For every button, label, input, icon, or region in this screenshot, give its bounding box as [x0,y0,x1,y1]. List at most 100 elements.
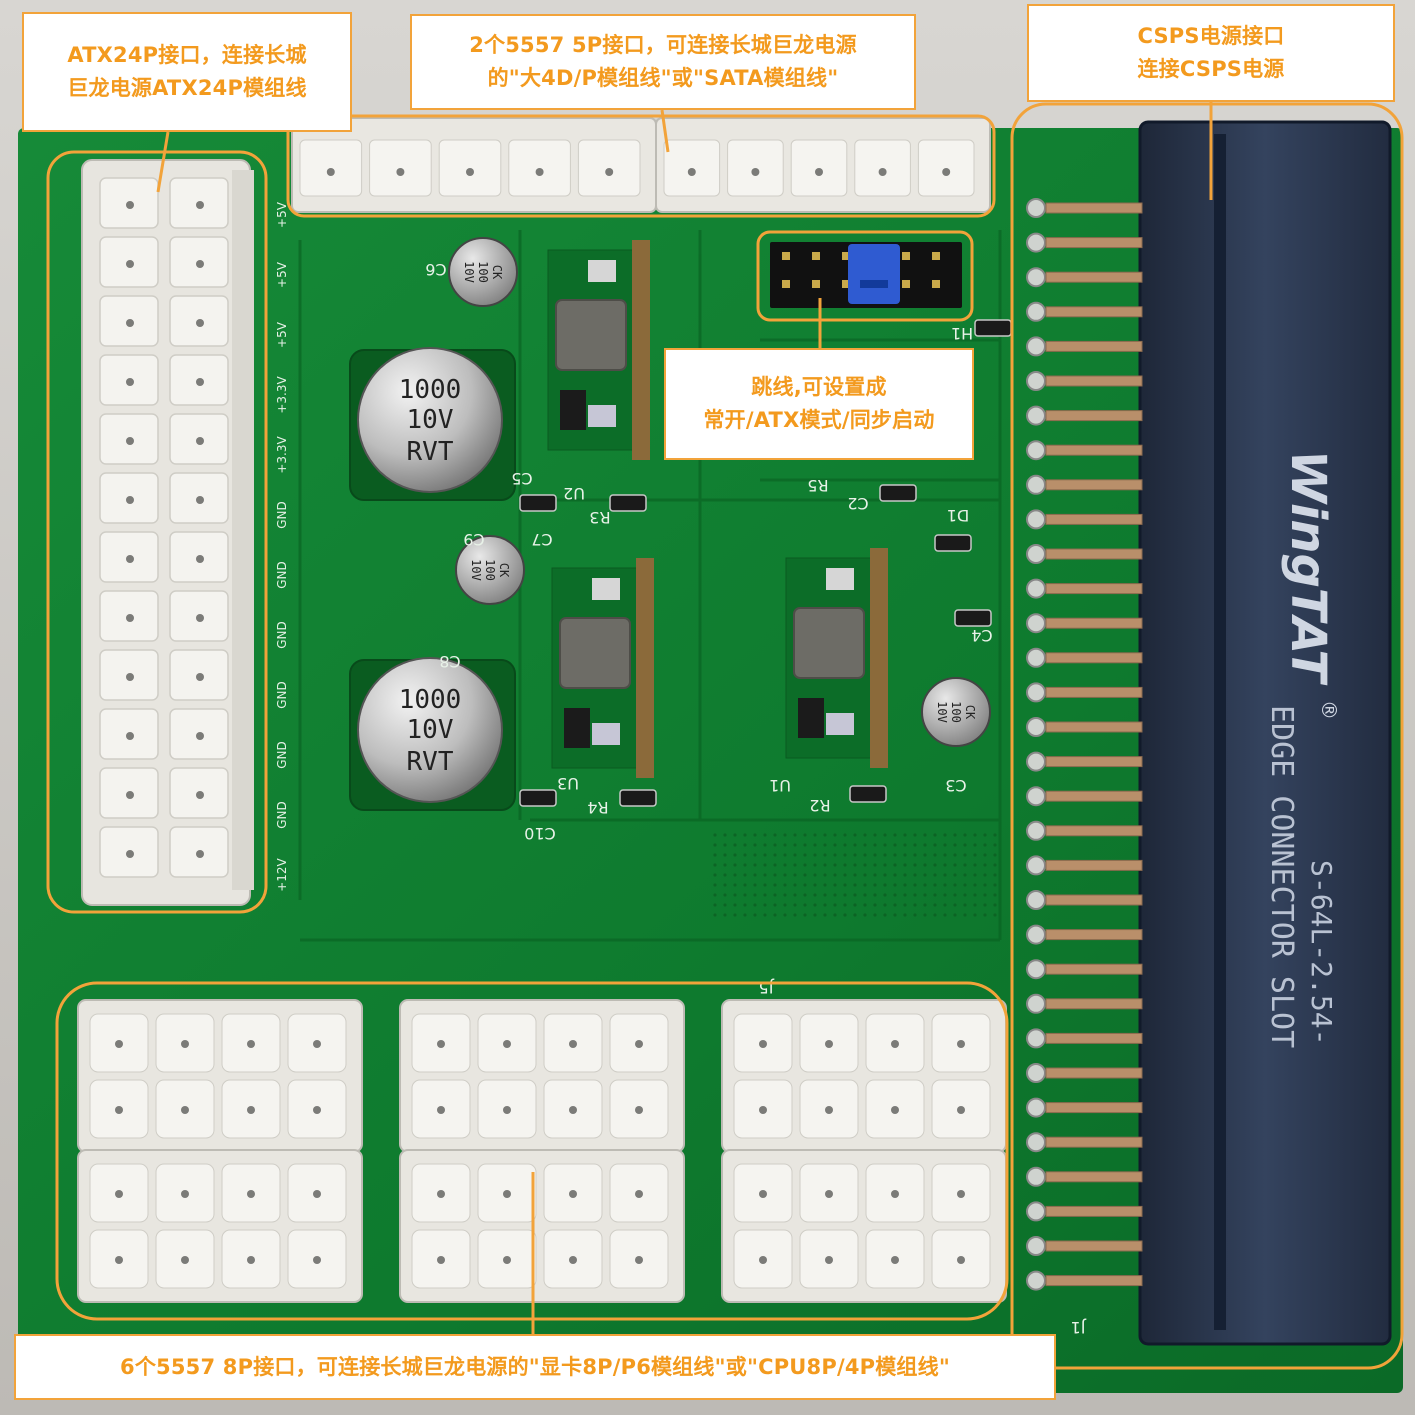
silkscreen-label-u1: U1 [769,776,791,795]
edge-pin-pad [1026,440,1046,461]
edge-pin-lead [1045,444,1143,456]
5p-pin-cell [727,139,784,197]
atx-pin [126,614,134,622]
callout-5p-line2: 的"大4D/P模组线"或"SATA模组线" [487,66,839,90]
edge-pin-lead [1045,721,1143,733]
jumper-header [770,242,962,308]
edge-pin-lead [1045,825,1143,837]
edge-pin-pad [1026,1166,1046,1187]
atx-pin [196,673,204,681]
5p-pin [878,168,887,176]
jumper-pin [932,280,940,288]
via-grid [710,830,1000,920]
edge-pin-pad [1026,1201,1046,1222]
8p-pin [115,1040,123,1048]
5p-pin [605,168,614,176]
edge-pin-pad [1026,786,1046,807]
edge-connector-slot [1214,134,1226,1330]
8p-pin [313,1190,321,1198]
edge-pin-lead [1045,340,1143,352]
large-capacitor-value: 1000 [399,685,462,715]
silkscreen-labels: C6C5C7C9C8C10C2C3C4D1R2R3R4R5U1U2U3J1J5H… [425,260,1086,1337]
atx-pin [126,673,134,681]
edge-pin-lead [1045,617,1143,629]
large-capacitor-voltage: 10V [407,715,454,745]
8p-pin [759,1040,767,1048]
silkscreen-label-u3: U3 [557,774,579,793]
small-capacitor-voltage: 10V [462,261,476,283]
atx-pin [196,555,204,563]
atx-voltage-label: +5V [275,201,289,228]
edge-pin-lead [1045,756,1143,768]
smd-part [934,534,972,552]
silkscreen-label-j5: J5 [759,978,775,997]
edge-pin-pad [1026,509,1046,530]
8p-pin [247,1256,255,1264]
smd-part [879,484,917,502]
edge-pin-pad [1026,820,1046,841]
edge-pin-lead [1045,237,1143,249]
edge-pin-pad [1026,474,1046,495]
5p-pin [687,168,696,176]
8p-pin [825,1040,833,1048]
edge-pin-lead [1045,1032,1143,1044]
silkscreen-label-c5: C5 [511,469,532,488]
8p-pin [759,1106,767,1114]
small-capacitor [455,535,525,605]
edge-pin-pad [1026,1236,1046,1256]
jumper-pin [812,280,820,288]
silkscreen-label-r5: R5 [807,476,828,495]
leader-lines [156,102,1213,1334]
module-component [592,578,620,600]
edge-pin-pad [1026,1028,1046,1049]
small-capacitor-voltage: 10V [935,701,949,723]
8p-pin [503,1190,511,1198]
edge-pin-pad [1026,890,1046,910]
edge-pin-lead [1045,1275,1143,1287]
edge-pin-pad [1026,578,1046,599]
8p-pin [957,1106,965,1114]
edge-pin-lead [1045,513,1143,525]
jumper-cap [848,244,900,304]
jumper-pin [812,252,820,260]
atx-pin [196,319,204,327]
module-inductor [555,299,627,371]
8p-pin [437,1040,445,1048]
edge-pin-lead [1045,1136,1143,1148]
callout-atx24p-line1: ATX24P接口，连接长城 [67,43,307,68]
5p-pin [466,168,474,176]
edge-pin-lead [1045,1205,1143,1217]
smd-part [619,789,657,807]
small-capacitor [921,677,991,747]
jumper-pin [902,280,910,288]
jumper-cap-detail [860,280,888,288]
edge-pin-pad [1026,371,1046,391]
8p-connectors [77,999,1007,1303]
8p-pin [569,1190,577,1198]
8p-pin [115,1256,123,1264]
atx-pin [126,437,134,445]
8p-pin [313,1106,321,1114]
jumper-pin [842,252,850,260]
8p-pin [503,1256,511,1264]
smd-components [519,319,1012,807]
module-header [632,240,650,460]
edge-model-text: S-64L-2.54- [1305,860,1338,1045]
edge-pin-lead [1045,859,1143,871]
module-component [826,568,854,590]
8p-pin [437,1190,445,1198]
atx-pin [126,850,134,858]
module-ic [798,698,824,738]
edge-pin-lead [1045,410,1143,422]
8p-pin [635,1106,643,1114]
edge-pin-pad [1026,613,1046,634]
small-capacitor-brand: CK [497,563,511,578]
edge-pin-pad [1026,198,1046,218]
edge-pin-pad [1026,717,1046,737]
edge-pin-pad [1026,232,1046,253]
atx-voltage-label: +12V [275,857,289,891]
edge-pin-lead [1045,1171,1143,1183]
callout-jumper-line2: 常开/ATX模式/同步启动 [703,408,935,432]
